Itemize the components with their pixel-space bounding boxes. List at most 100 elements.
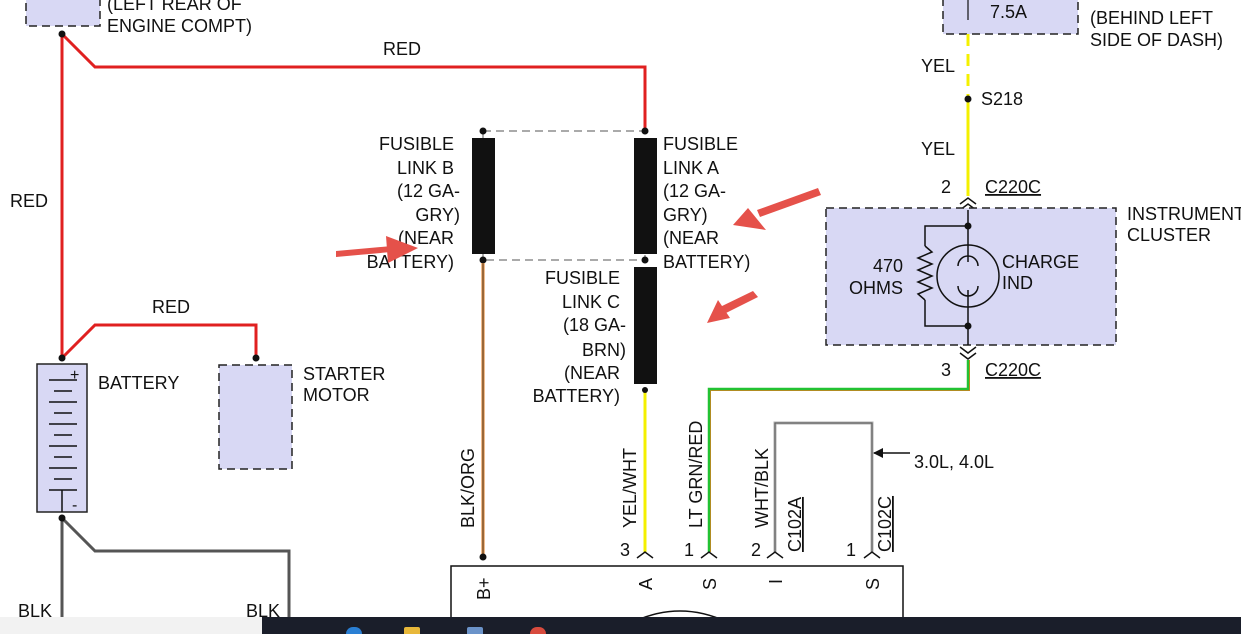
fuse-component: 7.5A (BEHIND LEFT SIDE OF DASH) bbox=[942, 0, 1223, 50]
pin-gen-a: 3 bbox=[620, 540, 630, 560]
c220c-pin-lower bbox=[959, 346, 977, 360]
splice-dot bbox=[964, 95, 972, 103]
black-wire-ground bbox=[60, 516, 291, 617]
annotation-arrows bbox=[336, 188, 821, 323]
annotation-arrow-right-upper bbox=[733, 188, 821, 230]
fusible-link-c-body bbox=[634, 267, 657, 384]
starter-motor: STARTER MOTOR bbox=[218, 364, 385, 470]
charge-ind-label-1: CHARGE bbox=[1002, 252, 1079, 272]
junction-dot bbox=[58, 30, 66, 38]
resistor-symbol bbox=[916, 245, 934, 301]
text-line: BATTERY) bbox=[663, 252, 750, 272]
junction-dot bbox=[641, 127, 649, 135]
text-line: (NEAR bbox=[663, 228, 719, 248]
pin-c220c-lower: 3 bbox=[941, 360, 951, 380]
junction-dot bbox=[479, 553, 487, 561]
text-line: (18 GA- bbox=[563, 315, 626, 335]
text-line: BATTERY) bbox=[367, 252, 454, 272]
wire-label-blk-left: BLK bbox=[18, 601, 52, 621]
wire-label-yel-wht: YEL/WHT bbox=[620, 448, 640, 528]
wire-label-yel-lower: YEL bbox=[921, 139, 955, 159]
text-line: GRY) bbox=[415, 205, 460, 225]
text-line: (NEAR bbox=[564, 363, 620, 383]
fusible-link-c-label: FUSIBLE LINK C (18 GA- BRN) (NEAR BATTER… bbox=[533, 268, 626, 406]
wire-label-blk-right: BLK bbox=[246, 601, 280, 621]
connector-c220c-lower-label: C220C bbox=[985, 360, 1041, 380]
text-line: BATTERY) bbox=[533, 386, 620, 406]
resistor-label-2: OHMS bbox=[849, 278, 903, 298]
battery: + - bbox=[36, 363, 88, 514]
terminal-b-plus: B+ bbox=[474, 577, 494, 600]
dash-location-label-1: (BEHIND LEFT bbox=[1090, 8, 1213, 28]
taskbar-search-area[interactable] bbox=[0, 617, 262, 634]
wire-label-red-starter: RED bbox=[152, 297, 190, 317]
text-line: FUSIBLE bbox=[545, 268, 620, 288]
red-wire-main bbox=[60, 32, 647, 360]
starter-motor-label-2: MOTOR bbox=[303, 385, 370, 405]
charge-indicator-lamp bbox=[936, 244, 1000, 308]
connector-c220c-upper-label: C220C bbox=[985, 177, 1041, 197]
junction-dot bbox=[479, 256, 487, 264]
wire-label-blk-org: BLK/ORG bbox=[458, 448, 478, 528]
taskbar bbox=[0, 617, 1241, 634]
dash-location-label-2: SIDE OF DASH) bbox=[1090, 30, 1223, 50]
fusible-link-a-label: FUSIBLE LINK A (12 GA- GRY) (NEAR BATTER… bbox=[663, 134, 750, 272]
generator: B+ A S I S bbox=[450, 565, 904, 627]
browser-icon[interactable] bbox=[530, 627, 546, 634]
battery-positive-sign: + bbox=[70, 367, 79, 384]
text-line: FUSIBLE bbox=[379, 134, 454, 154]
wire-label-wht-blk: WHT/BLK bbox=[752, 448, 772, 528]
fusible-link-group-outline bbox=[482, 130, 646, 261]
instrument-cluster: INSTRUMENT CLUSTER 470 OHMS CHARGE IND bbox=[825, 204, 1241, 346]
terminal-s2: S bbox=[863, 578, 883, 590]
text-line: GRY) bbox=[663, 205, 708, 225]
engine-compt-label-1: (LEFT REAR OF bbox=[107, 0, 242, 14]
junction-dot bbox=[479, 127, 487, 135]
splice-label: S218 bbox=[981, 89, 1023, 109]
junction-dot bbox=[58, 354, 66, 362]
pin-gen-i: 2 bbox=[751, 540, 761, 560]
starter-motor-label-1: STARTER bbox=[303, 364, 385, 384]
wire-label-yel-upper: YEL bbox=[921, 56, 955, 76]
pin-gen-s: 1 bbox=[684, 540, 694, 560]
app-icon[interactable] bbox=[346, 627, 362, 634]
pin-gen-s2: 1 bbox=[846, 540, 856, 560]
fusible-link-b-body bbox=[472, 138, 495, 254]
battery-negative-sign: - bbox=[72, 497, 77, 514]
document-icon[interactable] bbox=[467, 627, 483, 634]
battery-label: BATTERY bbox=[98, 373, 179, 393]
connector-c102c-label: C102C bbox=[875, 496, 895, 552]
pin-c220c-upper: 2 bbox=[941, 177, 951, 197]
terminal-i: I bbox=[766, 579, 786, 584]
text-line: FUSIBLE bbox=[663, 134, 738, 154]
text-line: LINK A bbox=[663, 158, 719, 178]
wire-label-red-top: RED bbox=[383, 39, 421, 59]
connector-c102a-label: C102A bbox=[785, 497, 805, 552]
wire-label-lt-grn-red: LT GRN/RED bbox=[686, 421, 706, 528]
instrument-cluster-label-2: CLUSTER bbox=[1127, 225, 1211, 245]
folder-icon[interactable] bbox=[404, 627, 420, 634]
fuse-rating-label: 7.5A bbox=[990, 2, 1027, 22]
wire-label-red-left: RED bbox=[10, 191, 48, 211]
text-line: (NEAR bbox=[398, 228, 454, 248]
junction-dot bbox=[58, 514, 66, 522]
junction-dot bbox=[252, 354, 260, 362]
text-line: BRN) bbox=[582, 340, 626, 360]
junction-dot bbox=[642, 387, 648, 393]
engine-note-label: 3.0L, 4.0L bbox=[914, 452, 994, 472]
fusible-link-a-body bbox=[634, 138, 657, 254]
annotation-arrow-left bbox=[336, 236, 418, 263]
charge-ind-label-2: IND bbox=[1002, 273, 1033, 293]
annotation-arrow-right-lower bbox=[707, 291, 758, 323]
instrument-cluster-label-1: INSTRUMENT bbox=[1127, 204, 1241, 224]
text-line: (12 GA- bbox=[663, 181, 726, 201]
text-line: LINK C bbox=[562, 292, 620, 312]
generator-connector-pins bbox=[636, 551, 881, 559]
text-line: LINK B bbox=[397, 158, 454, 178]
resistor-label-1: 470 bbox=[873, 256, 903, 276]
engine-compt-label-2: ENGINE COMPT) bbox=[107, 16, 252, 36]
text-line: (12 GA- bbox=[397, 181, 460, 201]
terminal-a: A bbox=[636, 578, 656, 590]
terminal-s: S bbox=[700, 578, 720, 590]
